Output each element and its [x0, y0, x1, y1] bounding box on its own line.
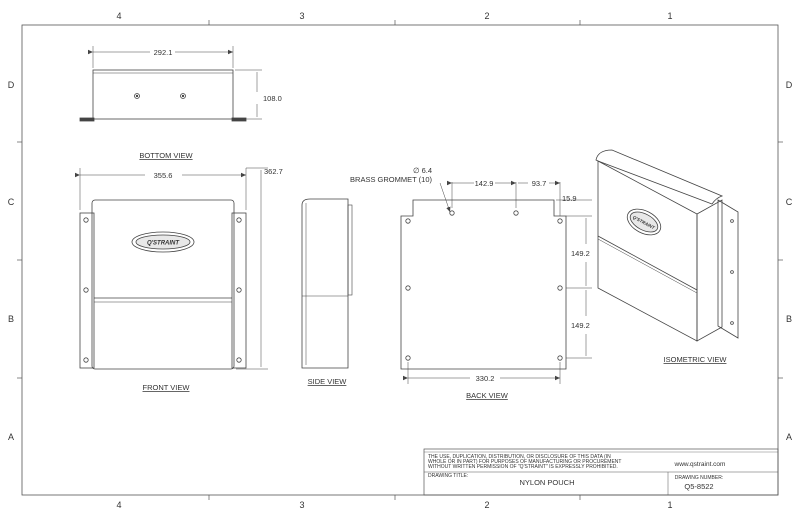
zone-row-right-2: C [786, 197, 793, 207]
zone-row-left-3: B [8, 314, 14, 324]
tb-notice-line1: THE USE, DUPLICATION, DISTRIBUTION, OR D… [428, 454, 611, 460]
front-view [75, 167, 268, 370]
zone-row-left-2: C [8, 197, 15, 207]
front-width-dim: 355.6 [154, 171, 173, 180]
back-vert-b-dim: 149.2 [571, 321, 590, 330]
front-view-label: FRONT VIEW [143, 383, 191, 392]
tb-notice-line2: WHOLE OR IN PART) FOR PURPOSES OF MANUFA… [428, 459, 621, 465]
front-height-dim: 362.7 [264, 167, 283, 176]
zone-col-bottom-2: 3 [299, 500, 304, 510]
zone-col-bottom-4: 1 [667, 500, 672, 510]
bottom-width-dim: 292.1 [154, 48, 173, 57]
bottom-view-label: BOTTOM VIEW [139, 151, 193, 160]
grommet-note: BRASS GROMMET (10) [350, 175, 432, 184]
title-block [423, 448, 779, 496]
zone-row-left-1: D [8, 80, 15, 90]
side-view [301, 198, 353, 369]
bottom-view [79, 46, 262, 122]
zone-labels: 4 3 2 1 4 3 2 1 D C B A D C B A [8, 11, 793, 510]
tb-number: Q5-8522 [684, 482, 713, 491]
front-logo-text: Q'STRAINT [147, 241, 180, 247]
back-view-label: BACK VIEW [466, 391, 509, 400]
back-width-dim: 330.2 [476, 374, 495, 383]
back-spacing-b-dim: 93.7 [532, 179, 547, 188]
zone-row-right-3: B [786, 314, 792, 324]
zone-row-left-4: A [8, 432, 14, 442]
zone-ticks [17, 20, 783, 500]
zone-col-top-4: 1 [667, 11, 672, 21]
zone-col-bottom-3: 2 [484, 500, 489, 510]
tb-title: NYLON POUCH [519, 478, 574, 487]
side-view-label: SIDE VIEW [308, 377, 348, 386]
isometric-view-label: ISOMETRIC VIEW [664, 355, 728, 364]
bottom-height-dim: 108.0 [263, 94, 282, 103]
back-top-dim: 15.9 [562, 194, 577, 203]
tb-title-label: DRAWING TITLE: [428, 473, 468, 479]
outer-border [21, 24, 779, 496]
back-spacing-a-dim: 142.9 [475, 179, 494, 188]
zone-row-right-4: A [786, 432, 792, 442]
zone-col-bottom-1: 4 [116, 500, 121, 510]
zone-col-top-3: 2 [484, 11, 489, 21]
tb-notice-line3: WITHOUT WRITTEN PERMISSION OF "Q'STRAINT… [428, 464, 618, 470]
grommet-dia-dim: ∅ 6.4 [413, 166, 432, 175]
zone-col-top-2: 3 [299, 11, 304, 21]
zone-row-right-1: D [786, 80, 793, 90]
back-view [400, 180, 592, 384]
back-vert-a-dim: 149.2 [571, 249, 590, 258]
tb-website: www.qstraint.com [674, 461, 726, 468]
zone-col-top-1: 4 [116, 11, 121, 21]
isometric-view [595, 149, 739, 342]
tb-number-label: DRAWING NUMBER: [675, 475, 723, 481]
